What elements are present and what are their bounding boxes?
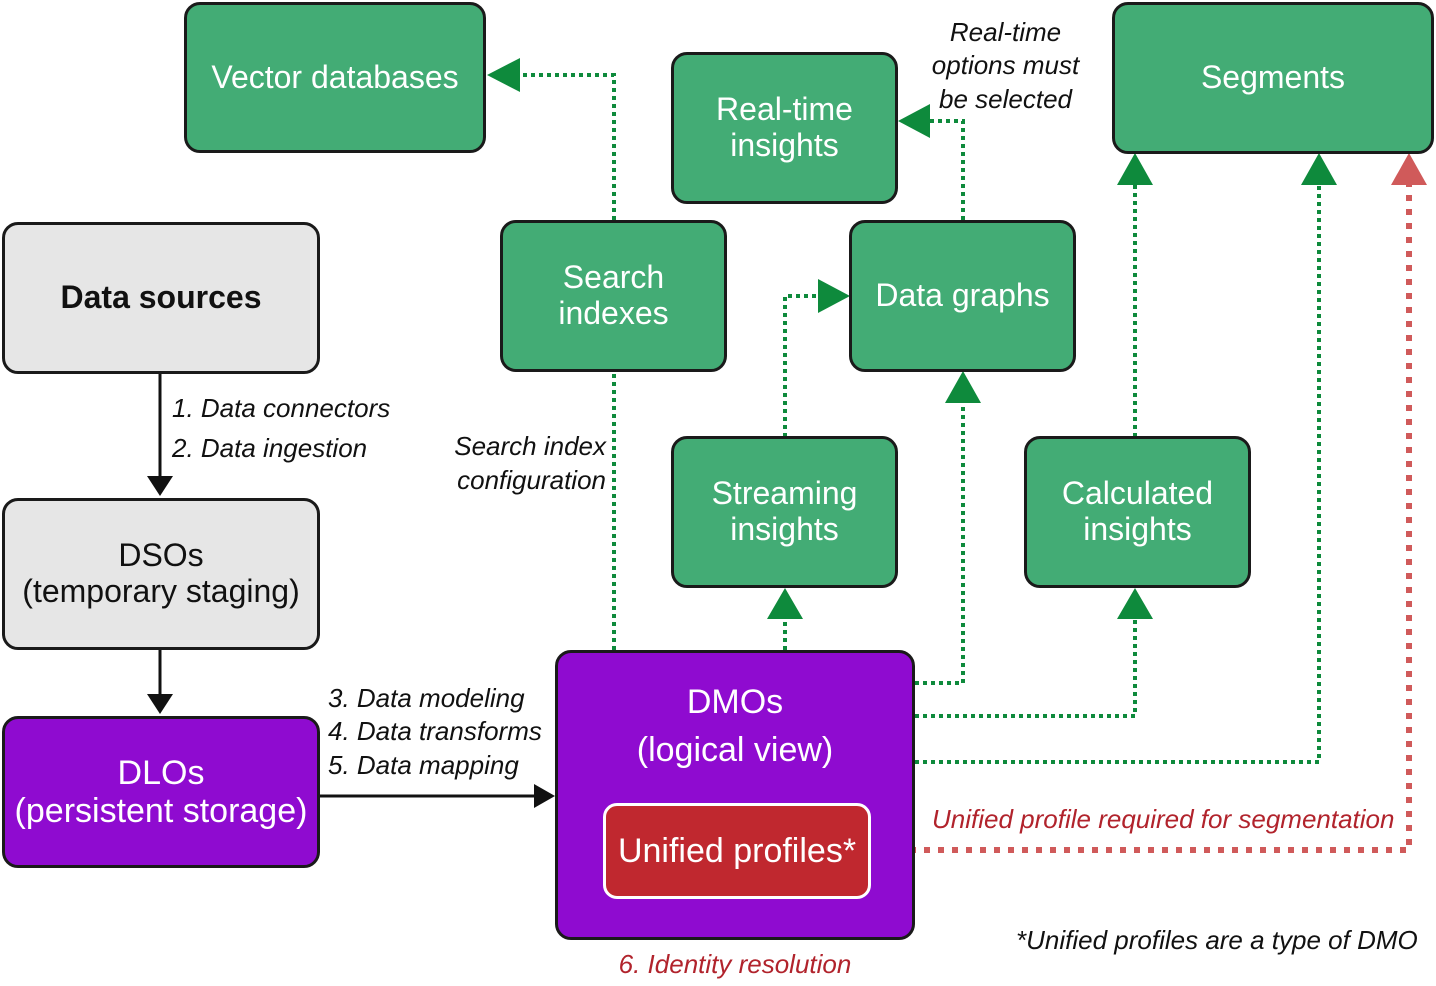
arrowhead-calculated bbox=[1117, 588, 1153, 619]
path-search-to-vector bbox=[520, 73, 616, 220]
arrowhead-streaming bbox=[767, 588, 803, 619]
green-dotted-paths bbox=[520, 73, 1321, 764]
arrowhead-data-graphs-bottom bbox=[945, 371, 981, 403]
data-graphs-box: Data graphs bbox=[849, 220, 1076, 372]
unified-profiles-box: Unified profiles* bbox=[603, 803, 871, 899]
identity-resolution-label: 6. Identity resolution bbox=[618, 949, 852, 979]
data-graphs-label: Data graphs bbox=[875, 277, 1050, 314]
segmentation-note: Unified profile required for segmentatio… bbox=[932, 804, 1395, 834]
path-graphs-to-realtime bbox=[930, 119, 965, 220]
arrowhead-data-graphs-left bbox=[818, 279, 850, 313]
arrowhead-segments-red bbox=[1391, 153, 1427, 185]
calculated-insights-label: Calculated insights bbox=[1061, 475, 1214, 547]
path-dmos-to-segments bbox=[915, 184, 1321, 764]
footnote: *Unified profiles are a type of DMO bbox=[1016, 925, 1418, 955]
green-arrowheads bbox=[487, 58, 1337, 619]
ingestion-steps-label: 1. Data connectors 2. Data ingestion bbox=[172, 393, 391, 464]
arrowhead-dlos bbox=[147, 694, 173, 714]
realtime-insights-label: Real-time insights bbox=[716, 91, 853, 163]
realtime-insights-box: Real-time insights bbox=[671, 52, 898, 204]
modeling-steps-label: 3. Data modeling 4. Data transforms 5. D… bbox=[328, 683, 542, 780]
path-unified-to-segments bbox=[868, 184, 1412, 853]
dlos-label: DLOs (persistent storage) bbox=[14, 753, 308, 830]
vector-databases-label: Vector databases bbox=[211, 58, 459, 95]
realtime-options-note: Real-time options must be selected bbox=[931, 17, 1080, 114]
data-sources-label: Data sources bbox=[60, 279, 262, 316]
path-dmos-to-calculated bbox=[915, 618, 1137, 718]
arrowhead-realtime bbox=[898, 104, 930, 138]
dmos-label: DMOs (logical view) bbox=[636, 683, 834, 769]
segments-box: Segments bbox=[1112, 2, 1434, 154]
arrowhead-segments-1 bbox=[1117, 153, 1153, 185]
dlos-box: DLOs (persistent storage) bbox=[2, 716, 320, 868]
calculated-insights-box: Calculated insights bbox=[1024, 436, 1251, 588]
streaming-insights-label: Streaming insights bbox=[711, 475, 858, 547]
path-dmos-to-graphs bbox=[915, 402, 965, 685]
data-sources-box: Data sources bbox=[2, 222, 320, 374]
arrowhead-dmos bbox=[534, 784, 555, 808]
streaming-insights-box: Streaming insights bbox=[671, 436, 898, 588]
dsos-box: DSOs (temporary staging) bbox=[2, 498, 320, 650]
unified-profiles-label: Unified profiles* bbox=[617, 831, 857, 870]
search-index-config-label: Search index configuration bbox=[454, 431, 606, 495]
dmos-box: DMOs (logical view) Unified profiles* bbox=[555, 650, 915, 940]
dsos-label: DSOs (temporary staging) bbox=[22, 537, 300, 609]
path-streaming-to-graphs bbox=[783, 294, 818, 437]
arrowhead-segments-2 bbox=[1301, 153, 1337, 185]
search-indexes-box: Search indexes bbox=[500, 220, 727, 372]
arrowhead-dsos bbox=[147, 476, 173, 496]
search-indexes-label: Search indexes bbox=[558, 259, 669, 331]
segments-label: Segments bbox=[1200, 59, 1346, 96]
arrowhead-vector-databases bbox=[487, 58, 520, 92]
vector-databases-box: Vector databases bbox=[184, 2, 486, 153]
